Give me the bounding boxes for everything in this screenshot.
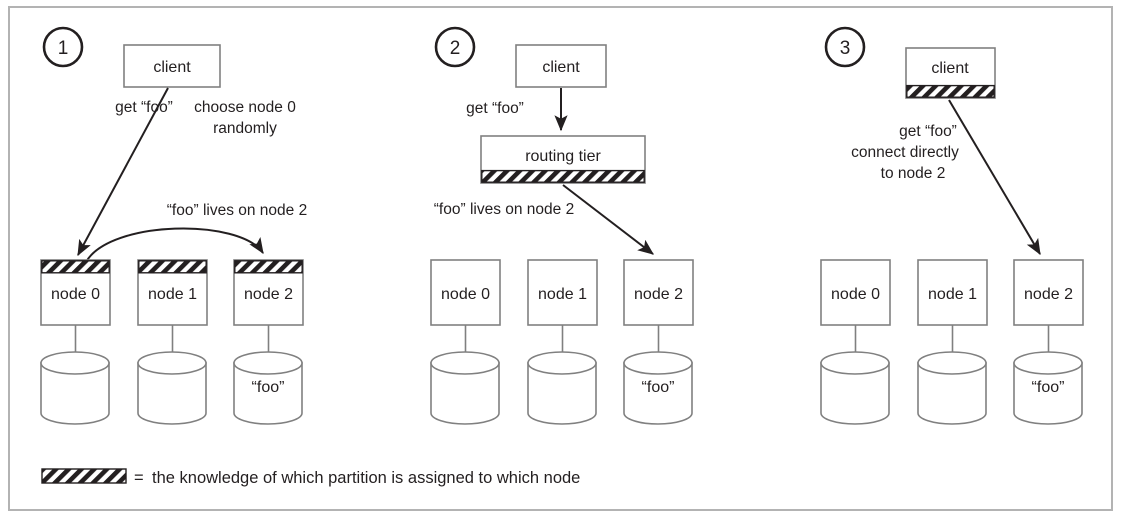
panel-3: 3 client get “foo” connect directly to n… (820, 26, 1084, 425)
panel-3-annotation-get-foo: get “foo” (899, 123, 957, 140)
node-storage-cylinder (430, 351, 500, 425)
cylinder-top (820, 351, 890, 375)
cylinder-stored-key-label: “foo” (1032, 379, 1065, 396)
client-box-rect (123, 44, 221, 88)
node-storage-cylinder: “foo” (1013, 351, 1083, 425)
node-box-label: node 0 (831, 286, 880, 303)
panel-3-client-box[interactable]: client (905, 47, 996, 99)
panel-1-annotation-foo-lives: “foo” lives on node 2 (167, 202, 307, 219)
client-box-label: client (542, 59, 580, 76)
client-box-label: client (931, 60, 969, 77)
panel-2-step-number: 2 (450, 38, 461, 59)
cylinder-body (233, 362, 303, 425)
node-box-label: node 1 (538, 286, 587, 303)
node-storage-cylinder: “foo” (623, 351, 693, 425)
cylinder-top (1013, 351, 1083, 375)
panel-1: 1 client get “foo” choose node 0 randoml… (40, 26, 307, 425)
panel-3-annotation-connect-line1: connect directly (851, 144, 959, 161)
partition-knowledge-band (138, 260, 207, 274)
legend-equals-sign: = (134, 469, 144, 487)
node-box-label: node 2 (1024, 286, 1073, 303)
cylinder-body (917, 362, 987, 425)
cylinder-top (233, 351, 303, 375)
panel-3-annotation-connect-line2: to node 2 (881, 165, 946, 182)
cylinder-body (820, 362, 890, 425)
cylinder-top (527, 351, 597, 375)
panel-1-annotation-get-foo: get “foo” (115, 99, 173, 116)
panel-3-node-2[interactable]: node 2 “foo” (1013, 259, 1084, 425)
panel-1-node-1[interactable]: node 1 (137, 259, 208, 425)
cylinder-top (40, 351, 110, 375)
node-storage-cylinder (820, 351, 890, 425)
cylinder-top (137, 351, 207, 375)
panel-2-annotation-foo-lives: “foo” lives on node 2 (434, 201, 574, 218)
panel-2-routing-tier-box[interactable]: routing tier (480, 135, 646, 184)
panel-2: 2 client get “foo” routing tier “foo” li… (430, 26, 694, 425)
panel-2-arrow-router-to-node2 (562, 184, 654, 255)
panel-3-node-0[interactable]: node 0 (820, 259, 891, 425)
node-box-rect (430, 259, 501, 326)
partition-knowledge-band (481, 169, 645, 183)
cylinder-top (430, 351, 500, 375)
panel-1-node-2[interactable]: node 2 “foo” (233, 259, 304, 425)
panel-1-annotation-choose-line1: choose node 0 (194, 99, 296, 116)
step-circle-icon (824, 26, 866, 68)
panel-1-client-box[interactable]: client (123, 44, 221, 88)
panel-1-arrow-node0-to-node2 (85, 227, 264, 263)
cylinder-stored-key-label: “foo” (252, 379, 285, 396)
panel-3-arrow-client-to-node2 (948, 99, 1041, 256)
node-box-rect (917, 259, 988, 326)
partition-knowledge-band (906, 84, 995, 98)
cylinder-top (917, 351, 987, 375)
node-box-label: node 2 (244, 286, 293, 303)
node-box-label: node 0 (51, 286, 100, 303)
node-box-rect (623, 259, 694, 326)
cylinder-body (623, 362, 693, 425)
node-storage-cylinder (137, 351, 207, 425)
panel-1-step-number: 1 (58, 38, 69, 59)
node-storage-cylinder: “foo” (233, 351, 303, 425)
node-box-label: node 1 (928, 286, 977, 303)
cylinder-body (137, 362, 207, 425)
client-box-label: client (153, 59, 191, 76)
step-circle-icon (434, 26, 476, 68)
routing-tier-label: routing tier (525, 148, 601, 165)
panel-2-node-1[interactable]: node 1 (527, 259, 598, 425)
step-circle-icon (42, 26, 84, 68)
panel-3-node-1[interactable]: node 1 (917, 259, 988, 425)
cylinder-body (1013, 362, 1083, 425)
node-box-label: node 2 (634, 286, 683, 303)
panel-3-step-number: 3 (840, 38, 851, 59)
legend-text: the knowledge of which partition is assi… (152, 469, 580, 487)
node-storage-cylinder (40, 351, 110, 425)
node-box-rect (527, 259, 598, 326)
cylinder-top (623, 351, 693, 375)
node-storage-cylinder (527, 351, 597, 425)
cylinder-body (430, 362, 500, 425)
cylinder-body (527, 362, 597, 425)
partition-knowledge-band (41, 260, 110, 274)
panel-3-step-badge: 3 (824, 26, 866, 68)
panel-2-node-0[interactable]: node 0 (430, 259, 501, 425)
client-box-rect (515, 44, 607, 88)
cylinder-stored-key-label: “foo” (642, 379, 675, 396)
node-box-label: node 0 (441, 286, 490, 303)
node-box-rect (820, 259, 891, 326)
panel-1-arrow-client-to-node0 (77, 87, 169, 257)
node-box-label: node 1 (148, 286, 197, 303)
cylinder-body (40, 362, 110, 425)
node-box-rect (1013, 259, 1084, 326)
panel-1-step-badge: 1 (42, 26, 84, 68)
panel-2-annotation-get-foo: get “foo” (466, 100, 524, 117)
panel-2-client-box[interactable]: client (515, 44, 607, 88)
legend: = the knowledge of which partition is as… (41, 468, 580, 487)
node-storage-cylinder (917, 351, 987, 425)
panel-1-annotation-choose-line2: randomly (213, 120, 277, 137)
hatched-band-swatch-icon (41, 468, 127, 484)
panel-2-step-badge: 2 (434, 26, 476, 68)
partition-knowledge-band (234, 260, 303, 274)
panel-1-node-0[interactable]: node 0 (40, 259, 111, 425)
panel-2-node-2[interactable]: node 2 “foo” (623, 259, 694, 425)
